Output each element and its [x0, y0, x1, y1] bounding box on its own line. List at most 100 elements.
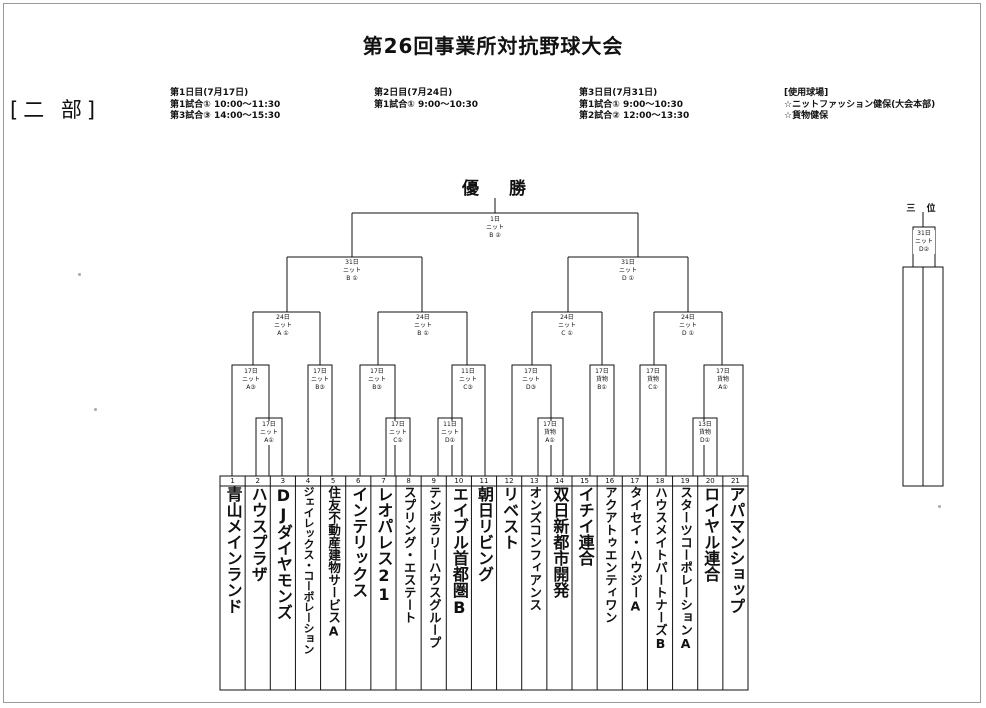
match-r2-4: 11日 ニット C③	[455, 368, 481, 392]
match-r2-8-day: 17日	[716, 368, 730, 375]
match-r2-7-slot: C①	[648, 384, 658, 391]
match-r2-5: 17日 ニット D③	[518, 368, 544, 392]
match-r2-1-venue: ニット	[241, 376, 260, 383]
team-name: スターツコーポレーションA	[678, 486, 694, 651]
team-column: 住友不動産建物サービスA	[321, 486, 345, 690]
match-r2-3-venue: ニット	[367, 376, 386, 383]
match-r1-5-venue: 貨物	[698, 429, 711, 436]
match-r1-4-venue: 貨物	[543, 429, 556, 436]
match-third-venue: ニット	[914, 238, 933, 245]
team-number: 7	[381, 477, 386, 485]
team-name: ロイヤル連合	[701, 486, 721, 582]
match-semi-right-slot: D ①	[622, 275, 634, 282]
team-number: 14	[554, 477, 564, 485]
team-number: 19	[680, 477, 690, 485]
match-third-slot: D②	[919, 246, 929, 253]
match-qf1-day: 24日	[276, 314, 290, 321]
match-r1-5-day: 13日	[698, 421, 712, 428]
match-qf4-day: 24日	[681, 314, 695, 321]
team-name: 朝日リビング	[475, 486, 494, 582]
team-number: 8	[406, 477, 411, 485]
team-number: 17	[630, 477, 640, 485]
match-final: 1日 ニット B ②	[478, 216, 512, 240]
team-column: アパマンショップ	[723, 486, 747, 690]
team-number: 3	[280, 477, 286, 485]
schedule-day-3-line-2: 第2試合② 12:00～13:30	[579, 111, 690, 121]
match-qf3-slot: C ①	[561, 330, 573, 337]
match-r2-4-slot: C③	[463, 384, 473, 391]
team-name: DJダイヤモンズ	[273, 486, 293, 620]
match-r2-2-day: 17日	[313, 368, 327, 375]
match-semi-left-slot: B ①	[346, 275, 358, 282]
match-final-day: 1日	[490, 216, 500, 223]
team-number: 11	[479, 477, 489, 485]
team-name: 住友不動産建物サービスA	[326, 486, 342, 639]
match-r2-7-day: 17日	[646, 368, 660, 375]
team-name: タイセイ・ハウジーA	[627, 486, 643, 614]
match-semi-right-venue: ニット	[618, 267, 637, 274]
team-name: リベスト	[500, 486, 520, 550]
scan-speck	[78, 273, 81, 276]
match-r2-2: 17日 ニット B③	[309, 368, 331, 392]
match-r1-3-venue: ニット	[440, 429, 459, 436]
match-r1-4: 17日 貨物 A①	[539, 421, 561, 445]
match-r2-6-slot: B①	[597, 384, 607, 391]
schedule-day-3-line-1: 第1試合① 9:00～10:30	[579, 99, 684, 110]
team-name: ハウスメイトパートナーズB	[653, 486, 668, 651]
match-qf1-venue: ニット	[273, 322, 292, 329]
team-number: 15	[580, 477, 590, 485]
team-column: レオパレス21	[371, 486, 395, 690]
match-r2-6-venue: 貨物	[595, 376, 608, 383]
match-r2-7: 17日 貨物 C①	[642, 368, 664, 392]
match-r2-1-day: 17日	[244, 368, 258, 375]
match-r2-6-day: 17日	[595, 368, 609, 375]
match-r2-5-venue: ニット	[521, 376, 540, 383]
schedule-day-1-title: 第1日目(7月17日)	[170, 88, 249, 98]
team-column: 青山メインランド	[221, 486, 245, 690]
match-qf2: 24日 ニット B ①	[406, 314, 440, 338]
team-column: 朝日リビング	[472, 486, 496, 690]
team-number: 9	[431, 477, 436, 485]
match-r2-5-slot: D③	[526, 384, 536, 391]
team-name: ハウスプラザ	[248, 486, 268, 582]
division-label: [二 部]	[10, 98, 101, 122]
match-r2-1-slot: A③	[246, 384, 256, 391]
team-column: アクアトゥエンティワン	[598, 486, 622, 690]
match-final-slot: B ②	[489, 232, 501, 239]
match-r2-4-day: 11日	[461, 368, 475, 375]
venue-heading: [使用球場]	[784, 88, 829, 98]
match-r1-1-day: 17日	[262, 421, 276, 428]
team-number: 10	[454, 477, 464, 485]
match-r2-8: 17日 貨物 A①	[710, 368, 736, 392]
match-semi-right: 31日 ニット D ①	[611, 259, 645, 283]
schedule-day-2-title: 第2日目(7月24日)	[374, 88, 453, 98]
match-qf3-day: 24日	[560, 314, 574, 321]
team-number: 16	[605, 477, 615, 485]
match-r1-2-day: 17日	[391, 421, 405, 428]
match-r2-2-venue: ニット	[310, 376, 329, 383]
match-qf2-slot: B ①	[417, 330, 429, 337]
team-number: 20	[705, 477, 715, 485]
team-column: ロイヤル連合	[698, 486, 722, 690]
match-semi-left-day: 31日	[345, 259, 359, 266]
match-final-venue: ニット	[485, 224, 504, 231]
match-r2-3-slot: B③	[372, 384, 382, 391]
team-column: オンズコンフィアンス	[522, 486, 546, 690]
match-semi-left: 31日 ニット B ①	[335, 259, 369, 283]
match-r2-6: 17日 貨物 B①	[591, 368, 613, 392]
team-column: リベスト	[497, 486, 521, 690]
match-qf2-day: 24日	[416, 314, 430, 321]
schedule-day-2: 第2日目(7月24日) 第1試合① 9:00～10:30	[374, 88, 478, 111]
schedule-day-1-line-2: 第3試合③ 14:00～15:30	[170, 111, 281, 121]
champion-label: 優 勝	[462, 179, 538, 199]
team-number: 1	[230, 477, 235, 485]
team-column: スターツコーポレーションA	[673, 486, 697, 690]
match-r2-2-slot: B③	[315, 384, 325, 391]
match-qf1: 24日 ニット A ①	[266, 314, 300, 338]
team-number: 12	[504, 477, 514, 485]
team-column: ジェイレックス・コーポレーション	[296, 486, 320, 690]
match-r2-7-venue: 貨物	[646, 376, 659, 383]
team-column: スプリング・エステート	[397, 486, 421, 690]
team-name: インテリックス	[349, 486, 369, 598]
